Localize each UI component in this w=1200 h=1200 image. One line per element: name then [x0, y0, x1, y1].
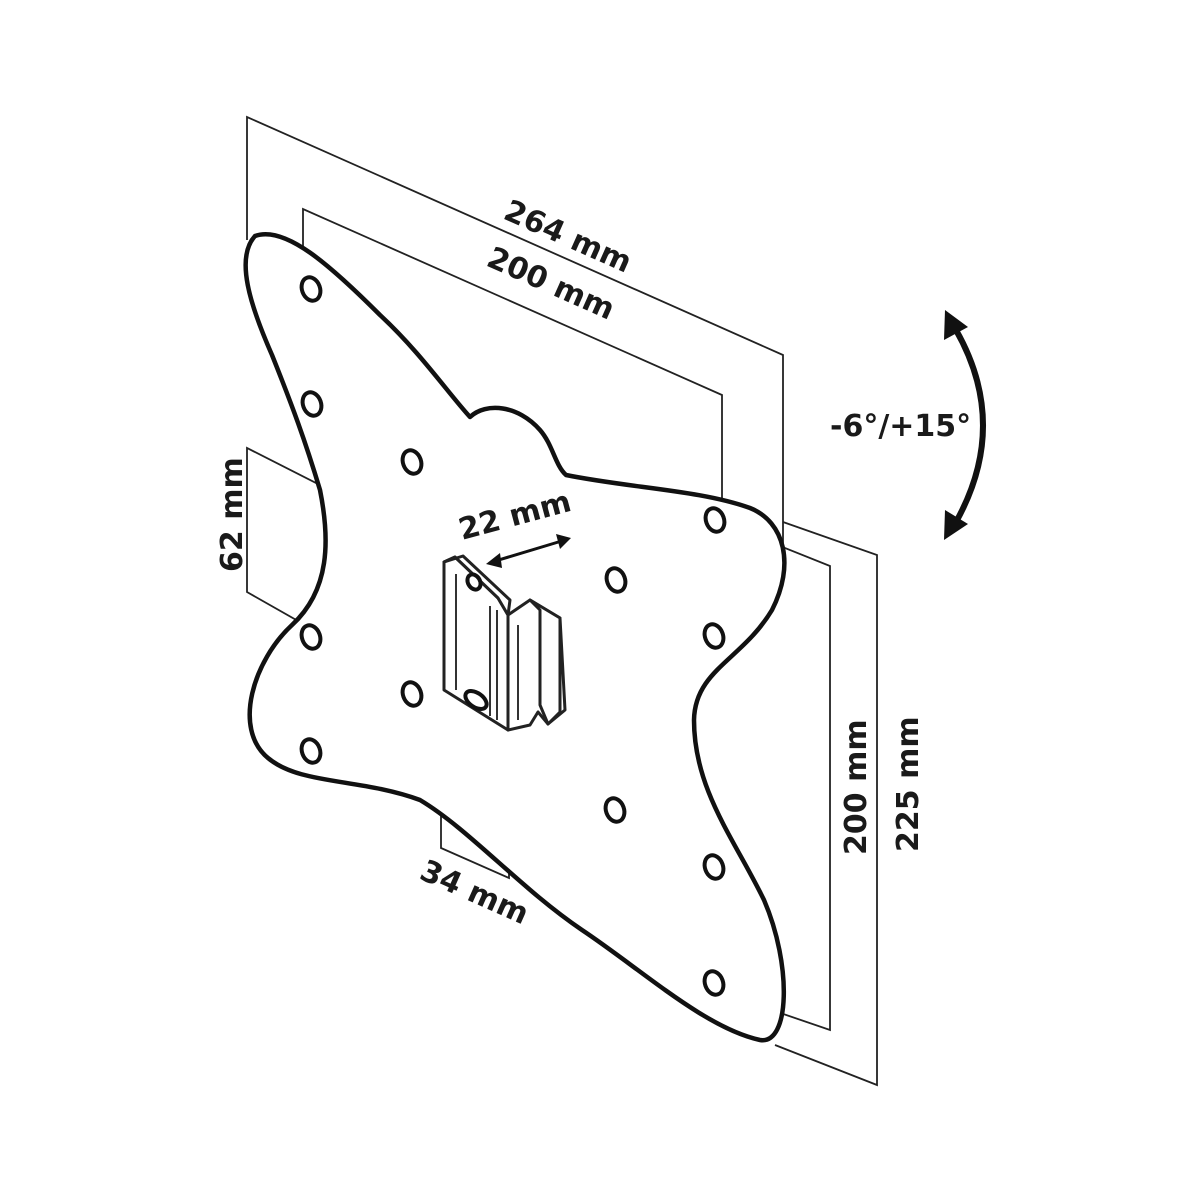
mounting-holes — [299, 275, 727, 997]
bracket-hole-top — [465, 572, 483, 592]
dim-200-horizontal-line — [302, 207, 723, 500]
hole-5 — [604, 566, 628, 594]
label-225mm: 225 mm — [891, 716, 926, 852]
hole-7 — [299, 623, 323, 651]
hole-12 — [702, 969, 726, 997]
hole-4 — [703, 506, 727, 534]
hole-1 — [299, 275, 323, 303]
tilt-arrow — [944, 310, 986, 540]
hole-11 — [702, 853, 726, 881]
label-200mm-vertical: 200 mm — [839, 719, 874, 855]
label-tilt-range: -6°/+15° — [830, 409, 971, 444]
hole-6 — [702, 622, 726, 650]
hole-8 — [400, 680, 424, 708]
depth-arrow-line — [491, 538, 566, 564]
bracket-lip — [528, 598, 562, 726]
label-62mm: 62 mm — [215, 457, 250, 572]
depth-arrowhead-right — [556, 534, 571, 549]
dim-264-line — [246, 115, 784, 545]
hole-9 — [299, 737, 323, 765]
tilt-arrowhead-bottom — [944, 510, 968, 540]
hanging-bracket — [442, 554, 567, 732]
dim-225-line — [774, 521, 878, 1087]
depth-arrowhead-left — [486, 553, 502, 568]
hole-3 — [400, 448, 424, 476]
hole-10 — [603, 796, 627, 824]
tilt-arrowhead-top — [944, 310, 968, 340]
depth-arrow — [486, 534, 571, 568]
hole-2 — [300, 390, 324, 418]
tilt-arc — [953, 327, 986, 525]
bracket-slot-bottom — [463, 689, 489, 711]
